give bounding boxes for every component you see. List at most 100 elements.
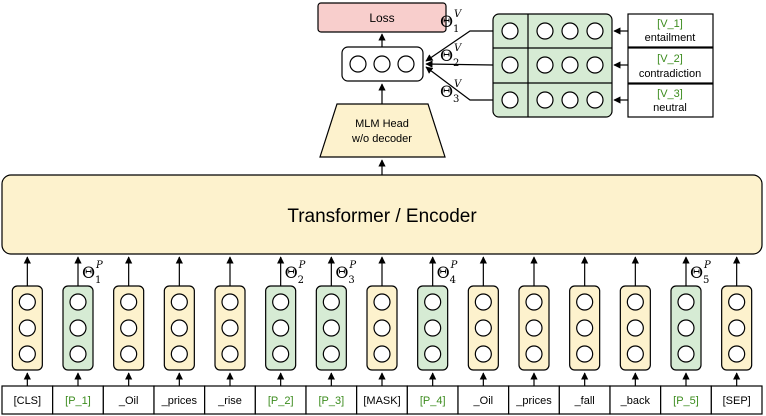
token-column: [CLS] xyxy=(1,256,54,415)
mlm-head-line2: w/o decoder xyxy=(351,133,412,145)
embedding-neuron xyxy=(525,319,543,337)
arrow-v2-to-output xyxy=(425,60,494,68)
svg-text:5: 5 xyxy=(703,275,709,286)
svg-text:Θ: Θ xyxy=(82,263,95,282)
embedding-neuron xyxy=(69,345,87,363)
token-label: _Oil xyxy=(118,395,139,407)
embedding-neuron xyxy=(373,293,391,311)
token-box xyxy=(660,385,712,415)
embedding-neuron xyxy=(576,293,594,311)
embedding-neuron xyxy=(120,319,138,337)
token-column: [MASK] xyxy=(356,256,408,415)
svg-text:Θ: Θ xyxy=(690,263,703,282)
matrix-neuron xyxy=(561,22,579,40)
token-column: _rise xyxy=(204,256,256,415)
token-box xyxy=(1,385,54,415)
embedding-neuron xyxy=(322,319,340,337)
output-neuron xyxy=(397,55,415,73)
embedding-neuron xyxy=(272,319,290,337)
token-column: _fall xyxy=(558,256,611,415)
embedding-neuron xyxy=(626,319,644,337)
matrix-neuron xyxy=(586,91,604,109)
output-neuron xyxy=(349,55,367,73)
embedding-neuron xyxy=(373,345,391,363)
svg-text:3: 3 xyxy=(348,275,354,286)
loss-box xyxy=(317,2,447,33)
svg-text:[V_1]: [V_1] xyxy=(657,18,683,30)
svg-text:2: 2 xyxy=(453,58,459,69)
token-column: _prices xyxy=(153,256,206,415)
matrix-neuron xyxy=(536,22,554,40)
token-column: _Oil xyxy=(457,256,510,415)
svg-text:contradiction: contradiction xyxy=(639,68,701,80)
token-label: _fall xyxy=(574,395,595,407)
token-label: _Oil xyxy=(473,395,494,407)
svg-text:3: 3 xyxy=(453,94,459,105)
svg-text:V: V xyxy=(454,79,463,90)
embedding-neuron xyxy=(322,293,340,311)
matrix-neuron xyxy=(501,56,519,74)
token-column: [SEP] xyxy=(710,256,763,415)
token-label: [P_5] xyxy=(673,395,699,407)
svg-text:P: P xyxy=(450,260,458,271)
encoder-label: Transformer / Encoder xyxy=(287,206,477,227)
embedding-neuron xyxy=(728,345,746,363)
embedding-neuron xyxy=(525,293,543,311)
svg-text:4: 4 xyxy=(450,275,456,286)
token-label: _rise xyxy=(217,395,242,407)
embedding-neuron xyxy=(18,319,36,337)
token-box xyxy=(558,385,611,415)
theta-v1: Θ 1 V xyxy=(440,9,463,35)
token-label: [MASK] xyxy=(363,395,400,407)
token-label: [P_3] xyxy=(318,395,344,407)
embedding-neuron xyxy=(18,345,36,363)
embedding-neuron xyxy=(728,293,746,311)
embedding-neuron xyxy=(373,319,391,337)
theta-v2: Θ 2 V xyxy=(440,43,463,69)
svg-text:P: P xyxy=(298,260,306,271)
svg-text:Θ: Θ xyxy=(440,46,453,65)
embedding-neuron xyxy=(170,345,188,363)
svg-text:Θ: Θ xyxy=(285,263,298,282)
embedding-neuron xyxy=(728,319,746,337)
embedding-neuron xyxy=(170,293,188,311)
token-label: [P_4] xyxy=(420,395,446,407)
embedding-neuron xyxy=(677,293,695,311)
matrix-neuron xyxy=(561,91,579,109)
token-column: _prices xyxy=(508,256,560,415)
embedding-neuron xyxy=(424,345,442,363)
verbalizer-label-2: [V_2] contradiction xyxy=(627,47,714,84)
svg-text:Θ: Θ xyxy=(335,263,348,282)
token-label: [CLS] xyxy=(14,395,42,407)
matrix-neuron xyxy=(501,91,519,109)
embedding-neuron xyxy=(424,319,442,337)
embedding-neuron xyxy=(626,345,644,363)
embedding-neuron xyxy=(576,319,594,337)
theta-v3: Θ 3 V xyxy=(440,79,463,105)
embedding-neuron xyxy=(272,345,290,363)
svg-text:[V_2]: [V_2] xyxy=(657,53,683,65)
svg-text:1: 1 xyxy=(95,275,101,286)
matrix-neuron xyxy=(586,56,604,74)
svg-text:2: 2 xyxy=(298,275,304,286)
verbalizer-label-1: [V_1] entailment xyxy=(627,13,714,48)
embedding-neuron xyxy=(69,319,87,337)
matrix-neuron xyxy=(586,22,604,40)
svg-text:P: P xyxy=(703,260,711,271)
embedding-neuron xyxy=(221,345,239,363)
token-label: _back xyxy=(620,395,651,407)
embedding-neuron xyxy=(322,345,340,363)
